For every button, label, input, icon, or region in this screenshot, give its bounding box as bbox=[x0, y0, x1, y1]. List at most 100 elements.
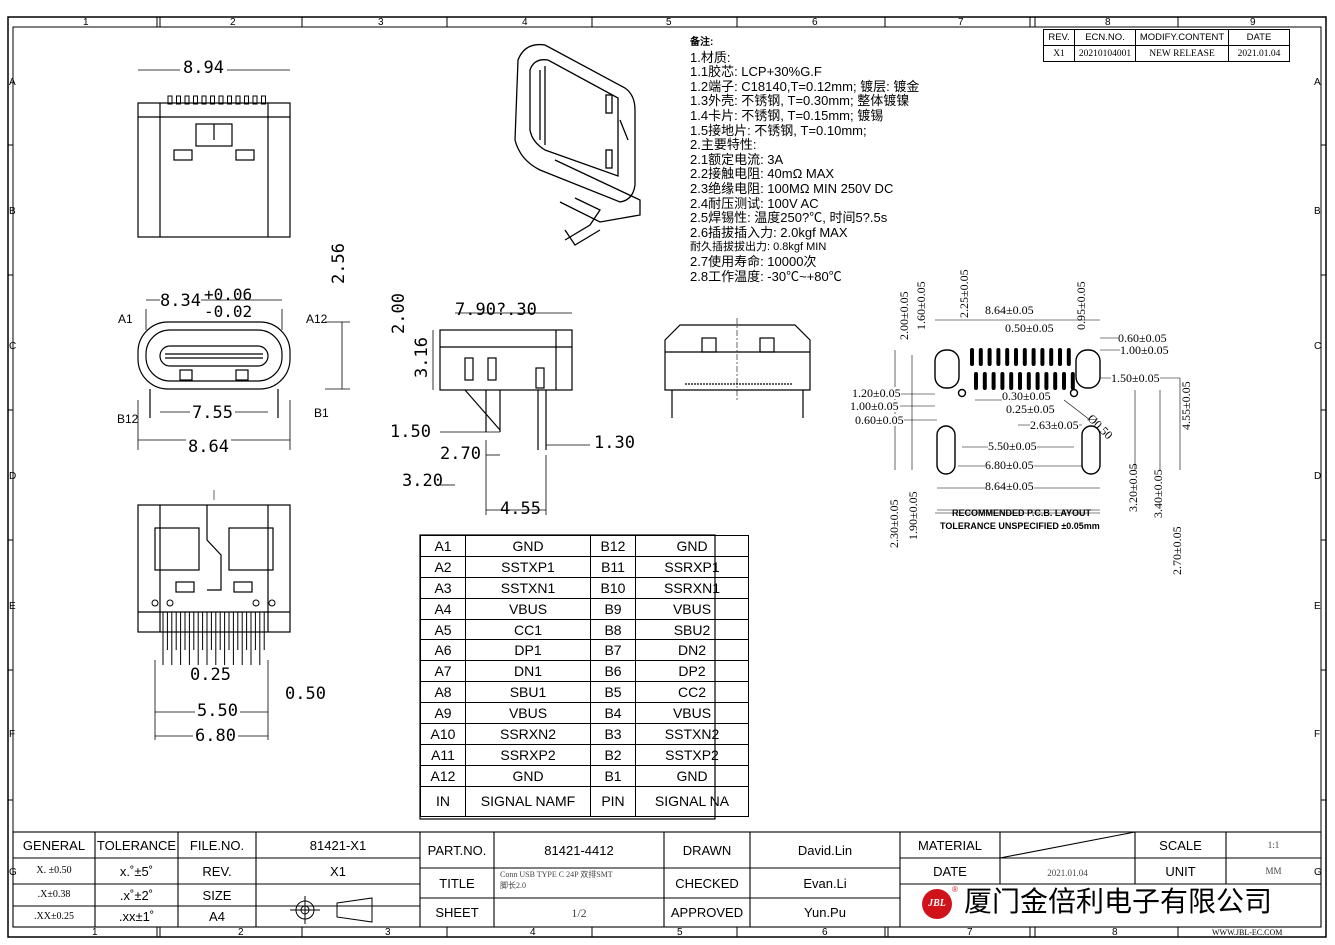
pin-table-cell: SSRXN1 bbox=[635, 576, 749, 599]
zone-row-right: E bbox=[1314, 601, 1321, 612]
pcb-pad bbox=[1035, 372, 1040, 390]
pcb-dimension-label: 1.90±0.05 bbox=[906, 491, 920, 540]
pin-table-cell: SBU1 bbox=[465, 681, 591, 704]
zone-col-top: 8 bbox=[1105, 17, 1111, 28]
tb-part-no: 81421-4412 bbox=[544, 842, 614, 858]
note-line: 2.2接触电阻: 40mΩ MAX bbox=[690, 166, 835, 182]
zone-row-right: A bbox=[1314, 77, 1321, 88]
pcb-pad bbox=[1014, 348, 1018, 366]
pin-table-cell: GND bbox=[635, 764, 749, 787]
tb-title-line1: Conn USB TYPE C 24P 双排SMT bbox=[500, 870, 613, 879]
pin-table-cell: A1 bbox=[420, 535, 466, 557]
rev-value: X1 bbox=[1043, 45, 1075, 62]
pcb-dimension-label: 6.80±0.05 bbox=[985, 458, 1034, 472]
top-pin bbox=[252, 95, 258, 105]
tb-material-label: MATERIAL bbox=[917, 837, 983, 853]
modify-value: NEW RELEASE bbox=[1135, 45, 1229, 62]
pin-table-cell: VBUS bbox=[465, 597, 591, 620]
date-value: 2021.01.04 bbox=[1228, 45, 1290, 62]
pin-table-cell: B1 bbox=[590, 764, 636, 787]
pin-table-cell: A10 bbox=[420, 723, 466, 745]
zone-row-right: C bbox=[1314, 341, 1322, 352]
dim-side-2-70: 2.70 bbox=[440, 444, 481, 464]
top-pin bbox=[184, 95, 190, 105]
tb-tol-xa: x.˚±5˚ bbox=[119, 863, 154, 879]
dim-side-h1: 2.00 bbox=[389, 293, 409, 334]
pcb-pad bbox=[1049, 348, 1054, 366]
pcb-dimension-label: 0.25±0.05 bbox=[1006, 402, 1055, 416]
tb-general: GENERAL bbox=[22, 837, 86, 853]
pin-table-cell: SIGNAL NAMF bbox=[465, 785, 591, 817]
bottom-hole bbox=[252, 599, 260, 607]
zone-row-left: F bbox=[9, 729, 16, 740]
zone-col-bottom: 1 bbox=[92, 927, 98, 938]
tb-title-line2: 脚长2.0 bbox=[500, 881, 526, 890]
pin-table-cell: A6 bbox=[420, 639, 466, 662]
zone-row-left: E bbox=[9, 601, 16, 612]
company-website: WWW.JBL-EC.COM bbox=[1212, 928, 1283, 937]
pcb-pad bbox=[974, 372, 978, 390]
pcb-dimension-label: 0.50±0.05 bbox=[1005, 321, 1054, 335]
company-name: 厦门金倍利电子有限公司 bbox=[964, 887, 1273, 918]
pin-table-cell: B9 bbox=[590, 597, 636, 620]
pcb-dimension-label: 2.00±0.05 bbox=[897, 291, 911, 340]
pin-table-cell: SIGNAL NA bbox=[635, 785, 749, 817]
pin-table-cell: SSTXP1 bbox=[465, 555, 591, 578]
note-line: 1.材质: bbox=[690, 49, 731, 65]
pcb-pad bbox=[1031, 348, 1036, 366]
tb-file-no: 81421-X1 bbox=[309, 837, 367, 853]
company-logo-mark: ® bbox=[952, 885, 958, 894]
zone-col-bottom: 8 bbox=[1112, 927, 1118, 938]
pin-table-cell: B4 bbox=[590, 702, 636, 725]
pin-table-cell: A11 bbox=[420, 743, 466, 766]
pcb-pad bbox=[1040, 348, 1045, 366]
pcb-pad bbox=[1058, 348, 1062, 366]
top-pin bbox=[193, 95, 198, 105]
pcb-pad bbox=[982, 372, 987, 390]
tb-part-no-label: PART.NO. bbox=[427, 842, 487, 858]
pcb-dimension-label: 3.40±0.05 bbox=[1151, 469, 1165, 518]
top-pin bbox=[261, 95, 266, 105]
top-pin bbox=[176, 95, 181, 105]
pcb-pad bbox=[991, 372, 996, 390]
tb-approved: Yun.Pu bbox=[804, 905, 846, 920]
tb-unit: MM bbox=[1265, 865, 1282, 876]
note-line: 2.1额定电流: 3A bbox=[690, 151, 784, 167]
pcb-pad bbox=[987, 348, 992, 366]
dim-top-width: 8.94 bbox=[180, 60, 227, 77]
pin-table-cell: A8 bbox=[420, 681, 466, 704]
note-line: 1.5接地片: 不锈钢, T=0.10mm; bbox=[690, 122, 867, 138]
pcb-dimension-label: 1.50±0.05 bbox=[1111, 371, 1160, 385]
pcb-pad bbox=[1005, 348, 1010, 366]
pcb-pad bbox=[1070, 372, 1075, 390]
dim-bottom-0-50: 0.50 bbox=[285, 684, 326, 704]
pin-table-cell: PIN bbox=[590, 785, 636, 817]
note-line: 2.6插拔插入力: 2.0kgf MAX bbox=[690, 224, 848, 240]
zone-col-top: 7 bbox=[958, 17, 964, 28]
dim-side-h2: 3.16 bbox=[412, 337, 432, 378]
zone-col-bottom: 6 bbox=[822, 927, 828, 938]
pcb-pad bbox=[1066, 348, 1071, 366]
pcb-dimension-label: 4.55±0.05 bbox=[1179, 381, 1193, 430]
tb-checked-label: CHECKED bbox=[675, 875, 739, 891]
pcb-pad bbox=[1009, 372, 1014, 390]
revision-table: REV. ECN.NO. MODIFY.CONTENT DATE X1 2021… bbox=[1043, 29, 1290, 62]
pcb-pad bbox=[996, 348, 1001, 366]
note-line: 2.主要特性: bbox=[690, 137, 757, 153]
top-pin bbox=[201, 95, 207, 105]
top-pin bbox=[218, 95, 224, 105]
note-line: 2.4耐压测试: 100V AC bbox=[690, 195, 819, 211]
note-line: 1.4卡片: 不锈钢, T=0.15mm; 镀锡 bbox=[690, 107, 884, 123]
pin-table-cell: B5 bbox=[590, 681, 636, 704]
pcb-dimension-label: 5.50±0.05 bbox=[988, 439, 1037, 453]
company-logo-circle bbox=[922, 889, 952, 919]
zone-col-top: 5 bbox=[666, 17, 672, 28]
